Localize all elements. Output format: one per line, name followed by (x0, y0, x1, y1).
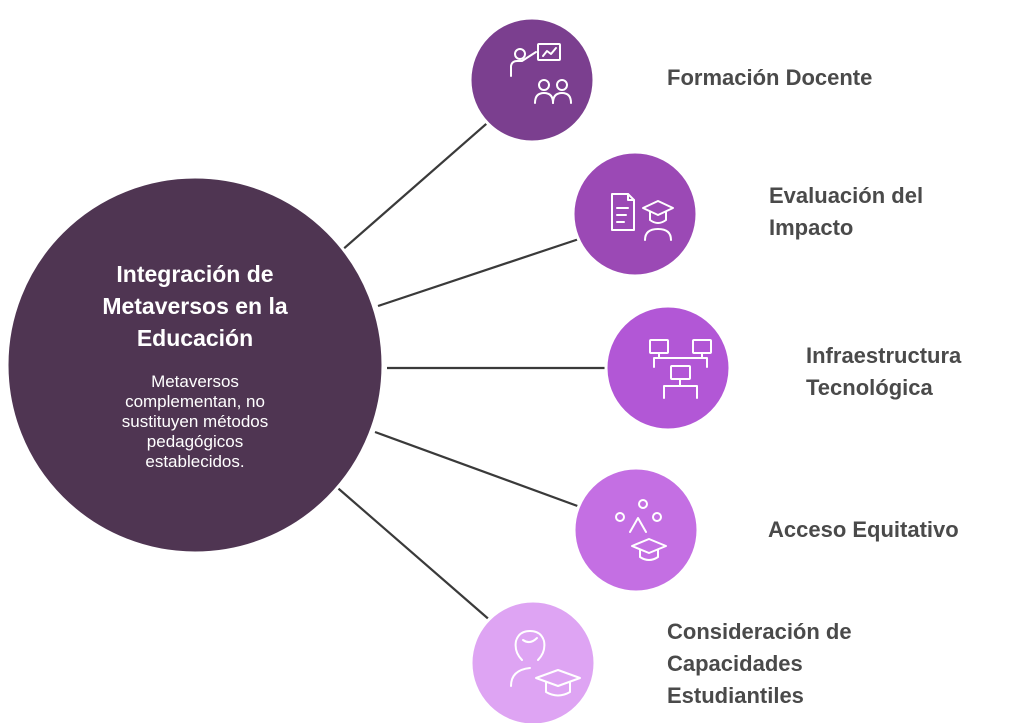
connector-capacidades-estudiantiles (331, 482, 493, 623)
label-line: Consideración de (667, 619, 852, 644)
label-line: Tecnológica (806, 375, 933, 400)
center-title: Integración de Metaversos en la Educació… (102, 261, 288, 351)
label-line: Evaluación del (769, 183, 924, 208)
label-infraestructura-tecnologica: Infraestructura Tecnológica (806, 340, 961, 404)
label-line: Formación Docente (667, 65, 873, 90)
connector-acceso-equitativo (374, 430, 584, 510)
node-circle-acceso-equitativo (572, 466, 700, 594)
central-hub (5, 175, 385, 555)
node-circle-formacion-docente (468, 16, 596, 144)
network-computers-icon (649, 339, 712, 399)
graduate-evaluation-icon (611, 193, 674, 241)
center-subtitle: Metaversos complementan, no sustituyen m… (121, 372, 269, 471)
label-acceso-equitativo: Acceso Equitativo (768, 514, 959, 546)
label-formacion-docente: Formación Docente (667, 62, 872, 94)
student-graduate-icon (510, 630, 581, 697)
connector-formacion-docente (332, 117, 494, 259)
label-line: Estudiantiles (667, 683, 804, 708)
connector-evaluacion-impacto (377, 235, 586, 308)
teacher-presentation-icon (510, 43, 572, 104)
node-circle-infraestructura-tecnologica (604, 304, 732, 432)
label-line: Impacto (769, 215, 854, 240)
label-line: Infraestructura (806, 343, 962, 368)
label-line: Capacidades (667, 651, 803, 676)
label-evaluacion-impacto: Evaluación del Impacto (769, 180, 923, 244)
label-capacidades-estudiantiles: Consideración de Capacidades Estudiantil… (667, 616, 852, 712)
label-line: Acceso Equitativo (768, 517, 959, 542)
node-circle-capacidades-estudiantiles (469, 599, 597, 723)
equal-access-icon (615, 499, 667, 561)
